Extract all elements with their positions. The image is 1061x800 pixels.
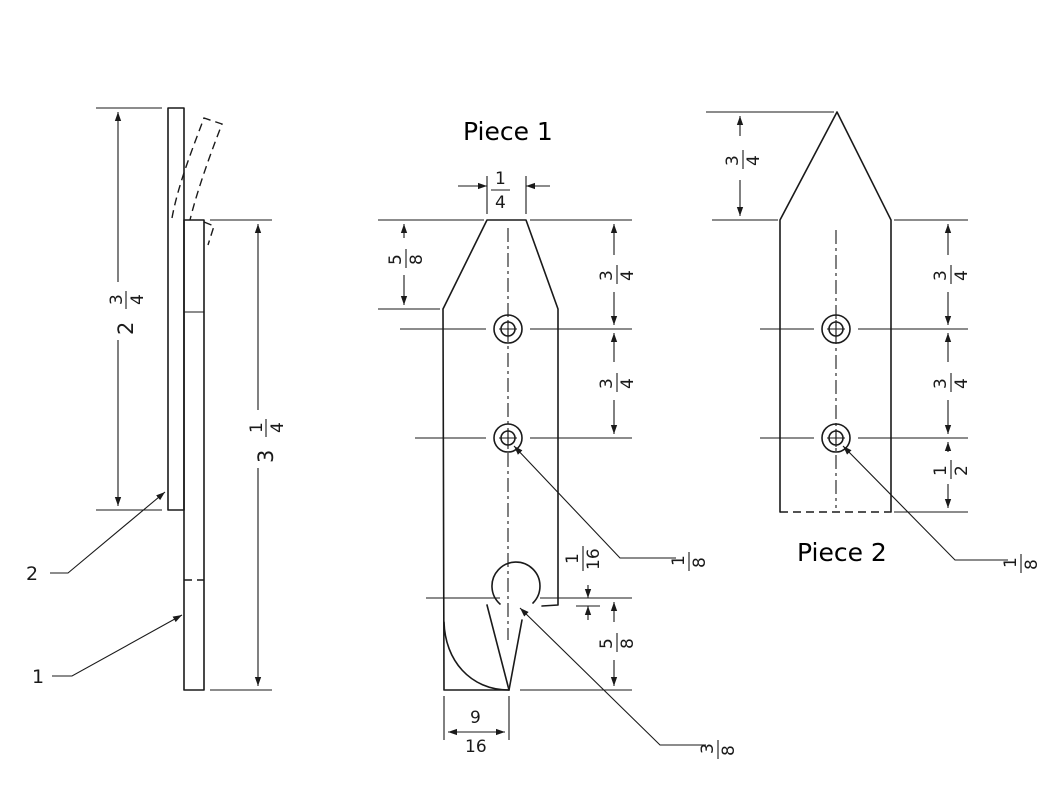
dim-text-hole-spacing-1: 3 4	[597, 265, 638, 284]
svg-text:8: 8	[719, 745, 739, 756]
piece2-hole-lower	[821, 423, 851, 453]
piece1-title: Piece 1	[463, 117, 553, 146]
svg-text:4: 4	[952, 270, 972, 281]
svg-text:1: 1	[495, 169, 506, 189]
piece2-hole-upper	[821, 314, 851, 344]
svg-text:4: 4	[268, 422, 288, 433]
piece1-outline	[442, 219, 559, 691]
svg-text:4: 4	[618, 270, 638, 281]
dim-text-hook-height: 5 8	[597, 633, 638, 652]
svg-text:4: 4	[952, 378, 972, 389]
callout-label-1: 1	[32, 666, 44, 688]
svg-text:8: 8	[1022, 559, 1042, 570]
side-view: 2 3 4 3 1 4 2 1	[26, 107, 288, 691]
svg-text:3: 3	[107, 294, 127, 305]
svg-text:4: 4	[495, 193, 506, 213]
dim-text-notch-dia: 3 8	[698, 740, 739, 759]
svg-text:1: 1	[1001, 557, 1021, 568]
svg-text:2: 2	[952, 465, 972, 476]
svg-text:5: 5	[386, 254, 406, 265]
svg-text:2: 2	[114, 322, 138, 335]
svg-text:8: 8	[690, 557, 710, 568]
dim-text-piece2-hole-dia: 1 8	[1001, 554, 1042, 573]
dim-text-bottom-offset: 1 2	[931, 460, 972, 479]
svg-text:5: 5	[597, 638, 617, 649]
dim-text-p2-hole-spacing-2: 3 4	[931, 373, 972, 392]
svg-text:3: 3	[698, 743, 718, 754]
dim-text-hook-width: 9 16	[465, 708, 487, 757]
svg-text:3: 3	[931, 378, 951, 389]
svg-text:3: 3	[597, 378, 617, 389]
side-piece1-outline	[183, 219, 205, 691]
dim-text-total-length: 3 1 4	[247, 419, 288, 463]
piece2-hole-leader	[842, 445, 1008, 561]
dim-text-taper: 5 8	[386, 249, 427, 268]
dim-text-p2-hole-spacing-1: 3 4	[931, 265, 972, 284]
svg-text:1: 1	[563, 553, 583, 564]
svg-text:4: 4	[618, 378, 638, 389]
svg-text:8: 8	[618, 638, 638, 649]
piece1-notch-leader	[519, 607, 706, 746]
callout-leader-2	[50, 491, 166, 574]
dim-text-top-length: 2 3 4	[107, 291, 148, 335]
dim-text-piece1-hole-dia: 1 8	[669, 552, 710, 571]
svg-text:3: 3	[931, 270, 951, 281]
svg-text:1: 1	[247, 422, 267, 433]
dim-text-top-width: 1 4	[491, 169, 510, 213]
piece1-hole-leader	[513, 445, 676, 559]
piece1-hole-lower	[493, 423, 523, 453]
svg-text:16: 16	[584, 548, 604, 570]
svg-text:1: 1	[669, 555, 689, 566]
side-piece2-outline	[167, 107, 185, 511]
piece1-view: Piece 1	[378, 117, 739, 759]
dim-text-hole-spacing-2: 3 4	[597, 373, 638, 392]
piece2-outline	[779, 111, 892, 513]
callout-label-2: 2	[26, 563, 38, 585]
dim-text-notch-offset: 1 16	[563, 546, 604, 571]
svg-text:3: 3	[597, 270, 617, 281]
svg-text:3: 3	[723, 155, 743, 166]
piece1-hole-upper	[493, 314, 523, 344]
svg-text:1: 1	[931, 465, 951, 476]
piece1-hook	[443, 604, 510, 691]
svg-text:4: 4	[128, 294, 148, 305]
svg-text:8: 8	[407, 254, 427, 265]
side-swing-phantom	[171, 117, 223, 221]
callout-leader-1	[52, 614, 183, 677]
svg-text:9: 9	[470, 708, 481, 728]
piece2-title: Piece 2	[797, 538, 887, 567]
dim-text-point-height: 3 4	[723, 150, 764, 169]
svg-text:4: 4	[744, 155, 764, 166]
svg-text:3: 3	[254, 450, 278, 463]
svg-text:16: 16	[465, 737, 487, 757]
piece2-view: Piece 2 3	[706, 111, 1042, 573]
piece1-notch	[491, 561, 541, 605]
